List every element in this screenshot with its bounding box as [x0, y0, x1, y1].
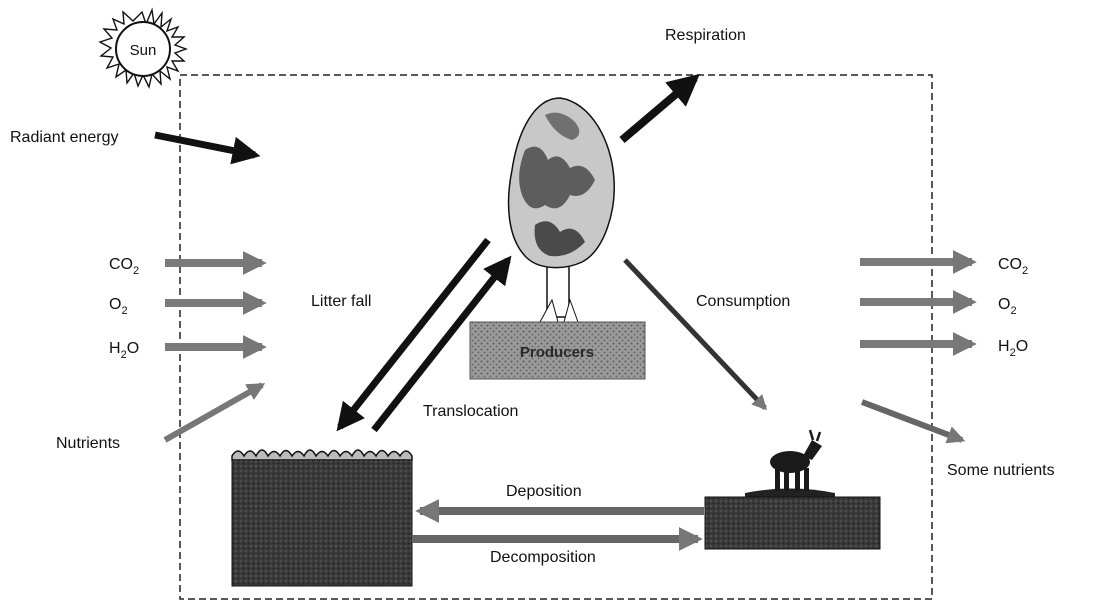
some-nutrients-label: Some nutrients: [947, 462, 1055, 479]
h2o-output-label: H2O: [998, 338, 1028, 359]
co2-output-label: CO2: [998, 256, 1028, 277]
o2-input-label: O2: [109, 296, 128, 317]
producers-label: Producers: [520, 344, 594, 361]
decomposition-label: Decomposition: [490, 549, 596, 566]
deposition-label: Deposition: [506, 483, 582, 500]
nutrients-label: Nutrients: [56, 435, 120, 452]
o2-output-label: O2: [998, 296, 1017, 317]
radiant-energy-label: Radiant energy: [10, 129, 119, 146]
consumers-box: [705, 497, 880, 549]
tree-icon: [509, 98, 615, 322]
consumption-arrow: [625, 260, 765, 408]
sun-label: Sun: [130, 42, 157, 59]
deer-icon: [745, 430, 835, 497]
h2o-input-label: H2O: [109, 340, 139, 361]
some-nutrients-output-arrow: [862, 402, 962, 440]
translocation-label: Translocation: [423, 403, 518, 420]
soil-box: [232, 460, 412, 586]
respiration-label: Respiration: [665, 27, 746, 44]
consumption-label: Consumption: [696, 293, 790, 310]
radiant-energy-arrow: [155, 135, 255, 155]
respiration-arrow: [622, 78, 695, 140]
co2-input-label: CO2: [109, 256, 139, 277]
litter-fall-arrow: [340, 240, 488, 427]
litter-fall-label: Litter fall: [311, 293, 371, 310]
litter-layer-icon: [232, 450, 412, 460]
